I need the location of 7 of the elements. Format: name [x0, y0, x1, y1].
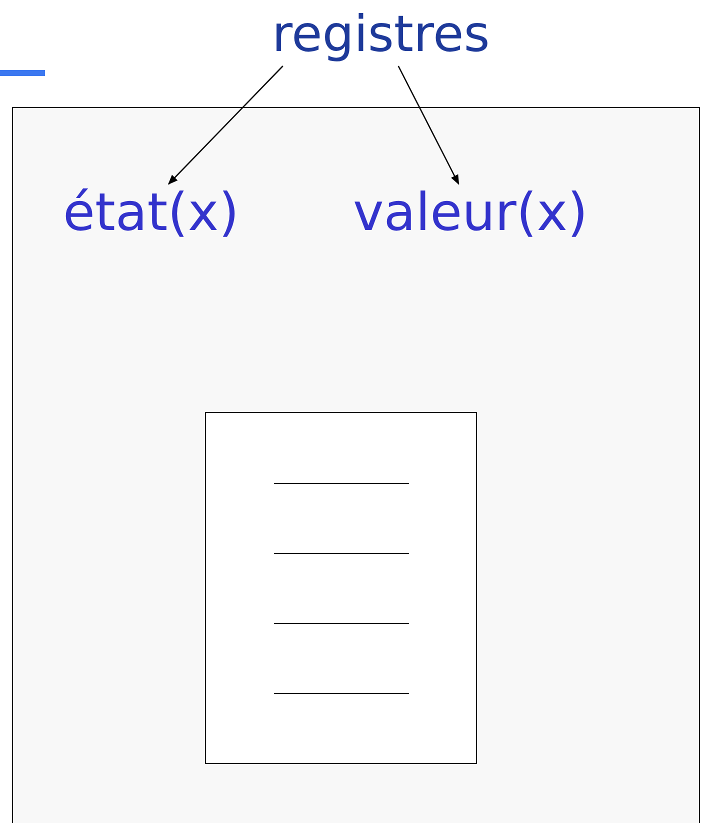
text-label: valeur(x): [353, 180, 588, 246]
text-label: registres: [272, 2, 490, 66]
arrow: [398, 66, 460, 185]
record-box: [205, 412, 477, 764]
text-label: état(x): [63, 180, 239, 246]
arrow: [168, 66, 284, 185]
panel-box: [12, 107, 700, 823]
